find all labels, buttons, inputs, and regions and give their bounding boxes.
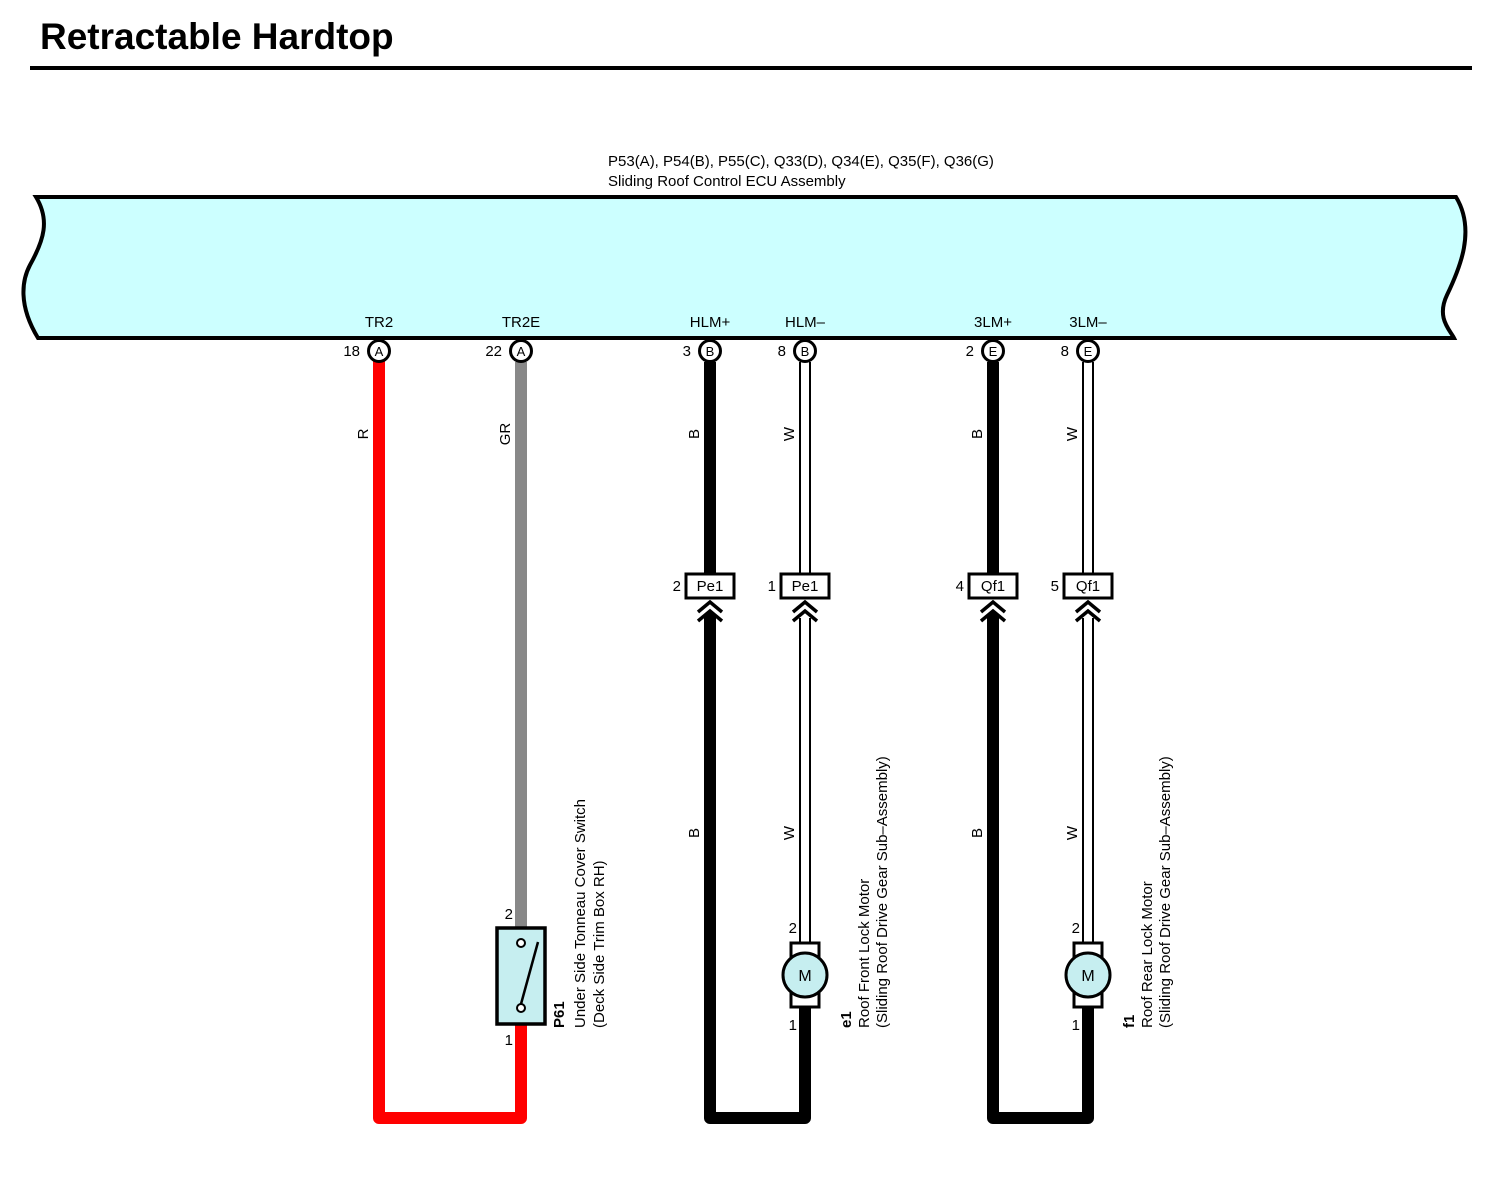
- component-code: f1: [1121, 1015, 1138, 1028]
- chevron-icon: [696, 599, 724, 623]
- terminal-label-tr2e: TR2E: [502, 314, 540, 331]
- junction-qf1-pin4: 4 Qf1: [956, 572, 1019, 600]
- wire-color-label: W: [1064, 825, 1081, 840]
- pin-top: 2: [505, 906, 513, 923]
- component-code: e1: [838, 1011, 855, 1028]
- wire-b-hlm-lower: [704, 612, 811, 1124]
- junction-id: Qf1: [981, 578, 1005, 595]
- terminal-hlm-plus: 3 B: [683, 339, 722, 363]
- ecu-body: [21, 195, 1468, 340]
- component-label-f1: f1 Roof Rear Lock Motor (Sliding Roof Dr…: [1121, 756, 1174, 1028]
- connector-letter: E: [989, 344, 998, 359]
- connector-letter: A: [375, 344, 384, 359]
- pin-number: 3: [683, 343, 691, 360]
- motor-icon: M: [798, 968, 811, 985]
- component-label-p61: P61 Under Side Tonneau Cover Switch (Dec…: [551, 799, 608, 1028]
- junction-pin: 5: [1051, 578, 1059, 595]
- wire-color-label: W: [781, 825, 798, 840]
- wire-color-label: W: [1064, 426, 1081, 441]
- chevron-icon: [1074, 599, 1102, 623]
- connector-letter: B: [706, 344, 715, 359]
- chevron-icon: [979, 599, 1007, 623]
- wire-r: [373, 356, 527, 1124]
- pin-number: 8: [778, 343, 786, 360]
- page-title: Retractable Hardtop: [40, 16, 394, 57]
- component-name: Roof Rear Lock Motor: [1139, 881, 1156, 1028]
- terminal-label-3lm-plus: 3LM+: [974, 314, 1012, 331]
- connector-letter: E: [1084, 344, 1093, 359]
- terminal-label-hlm-minus: HLM–: [785, 314, 826, 331]
- terminal-label-tr2: TR2: [365, 314, 393, 331]
- junction-pe1-pin1: 1 Pe1: [768, 572, 831, 600]
- ecu-connectors-label: P53(A), P54(B), P55(C), Q33(D), Q34(E), …: [608, 153, 994, 170]
- component-location: (Sliding Roof Drive Gear Sub–Assembly): [1157, 756, 1174, 1028]
- wire-color-label: B: [686, 828, 703, 838]
- junction-id: Pe1: [697, 578, 724, 595]
- component-name: Under Side Tonneau Cover Switch: [572, 799, 589, 1028]
- switch-icon: [516, 938, 540, 1013]
- terminal-hlm-minus: 8 B: [778, 339, 817, 363]
- component-label-e1: e1 Roof Front Lock Motor (Sliding Roof D…: [838, 756, 891, 1028]
- pin-bottom: 1: [789, 1017, 797, 1034]
- pin-bottom: 1: [1072, 1017, 1080, 1034]
- junction-id: Qf1: [1076, 578, 1100, 595]
- terminal-tr2: 18 A: [343, 339, 391, 363]
- wire-color-label: R: [355, 428, 372, 439]
- title-rule: [30, 66, 1472, 70]
- motor-e1: 2 M 1: [781, 920, 829, 1034]
- wire-color-label: W: [781, 426, 798, 441]
- junction-pin: 1: [768, 578, 776, 595]
- component-code: P61: [551, 1001, 568, 1028]
- pin-number: 2: [966, 343, 974, 360]
- ecu-name-label: Sliding Roof Control ECU Assembly: [608, 173, 846, 190]
- terminal-3lm-plus: 2 E: [966, 339, 1005, 363]
- pin-number: 18: [343, 343, 360, 360]
- component-location: (Sliding Roof Drive Gear Sub–Assembly): [874, 756, 891, 1028]
- wire-b-3lm-lower: [987, 612, 1094, 1124]
- junction-id: Pe1: [792, 578, 819, 595]
- connector-letter: B: [801, 344, 810, 359]
- chevron-icon: [791, 599, 819, 623]
- terminal-tr2e: 22 A: [485, 339, 533, 363]
- motor-icon: M: [1081, 968, 1094, 985]
- junction-qf1-pin5: 5 Qf1: [1051, 572, 1114, 600]
- junction-pin: 4: [956, 578, 964, 595]
- junction-pin: 2: [673, 578, 681, 595]
- pin-number: 22: [485, 343, 502, 360]
- wire-color-label: GR: [497, 423, 514, 446]
- switch-p61: 2 1: [495, 906, 547, 1049]
- terminal-label-hlm-plus: HLM+: [690, 314, 731, 331]
- pin-top: 2: [789, 920, 797, 937]
- pin-top: 2: [1072, 920, 1080, 937]
- component-location: (Deck Side Trim Box RH): [591, 860, 608, 1028]
- pin-number: 8: [1061, 343, 1069, 360]
- pin-bottom: 1: [505, 1032, 513, 1049]
- wire-color-label: B: [686, 429, 703, 439]
- connector-letter: A: [517, 344, 526, 359]
- wire-color-label: B: [969, 429, 986, 439]
- component-name: Roof Front Lock Motor: [856, 879, 873, 1028]
- terminal-label-3lm-minus: 3LM–: [1069, 314, 1107, 331]
- motor-f1: 2 M 1: [1064, 920, 1112, 1034]
- wire-color-label: B: [969, 828, 986, 838]
- terminal-3lm-minus: 8 E: [1061, 339, 1100, 363]
- junction-pe1-pin2: 2 Pe1: [673, 572, 736, 600]
